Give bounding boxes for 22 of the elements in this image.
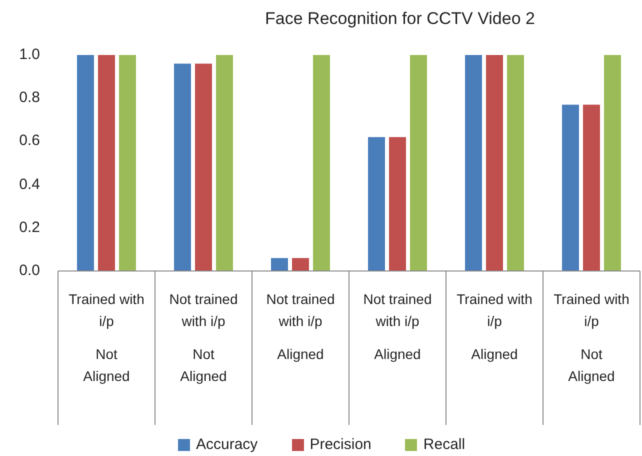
category-label: Aligned — [276, 345, 325, 364]
tick-label: 1.0 — [18, 46, 40, 64]
tick-label: 0.2 — [18, 218, 40, 237]
tick-label: 0.0 — [18, 262, 40, 280]
category-label: Not Aligned — [82, 345, 131, 386]
tick-label: 0.6 — [18, 132, 40, 150]
category-label: Not trained with i/p — [168, 290, 239, 331]
category-label: Trained with i/p — [456, 290, 534, 331]
tick-label: 0.4 — [18, 176, 40, 194]
category-label: Not Aligned — [567, 345, 616, 386]
category-label: Not trained with i/p — [265, 290, 336, 331]
category-label: Not Aligned — [179, 345, 228, 386]
category-label: Aligned — [373, 345, 422, 364]
legend-label: Accuracy — [196, 436, 258, 454]
tick-label: 0.8 — [18, 89, 40, 108]
chart-title: Face Recognition for CCTV Video 2 — [264, 8, 536, 30]
category-label: Trained with i/p — [68, 290, 146, 331]
legend-label: Recall — [423, 436, 466, 454]
legend-label: Precision — [310, 436, 372, 454]
category-label: Trained with i/p — [552, 290, 630, 331]
category-label: Not trained with i/p — [362, 290, 433, 331]
category-label: Aligned — [470, 345, 519, 364]
